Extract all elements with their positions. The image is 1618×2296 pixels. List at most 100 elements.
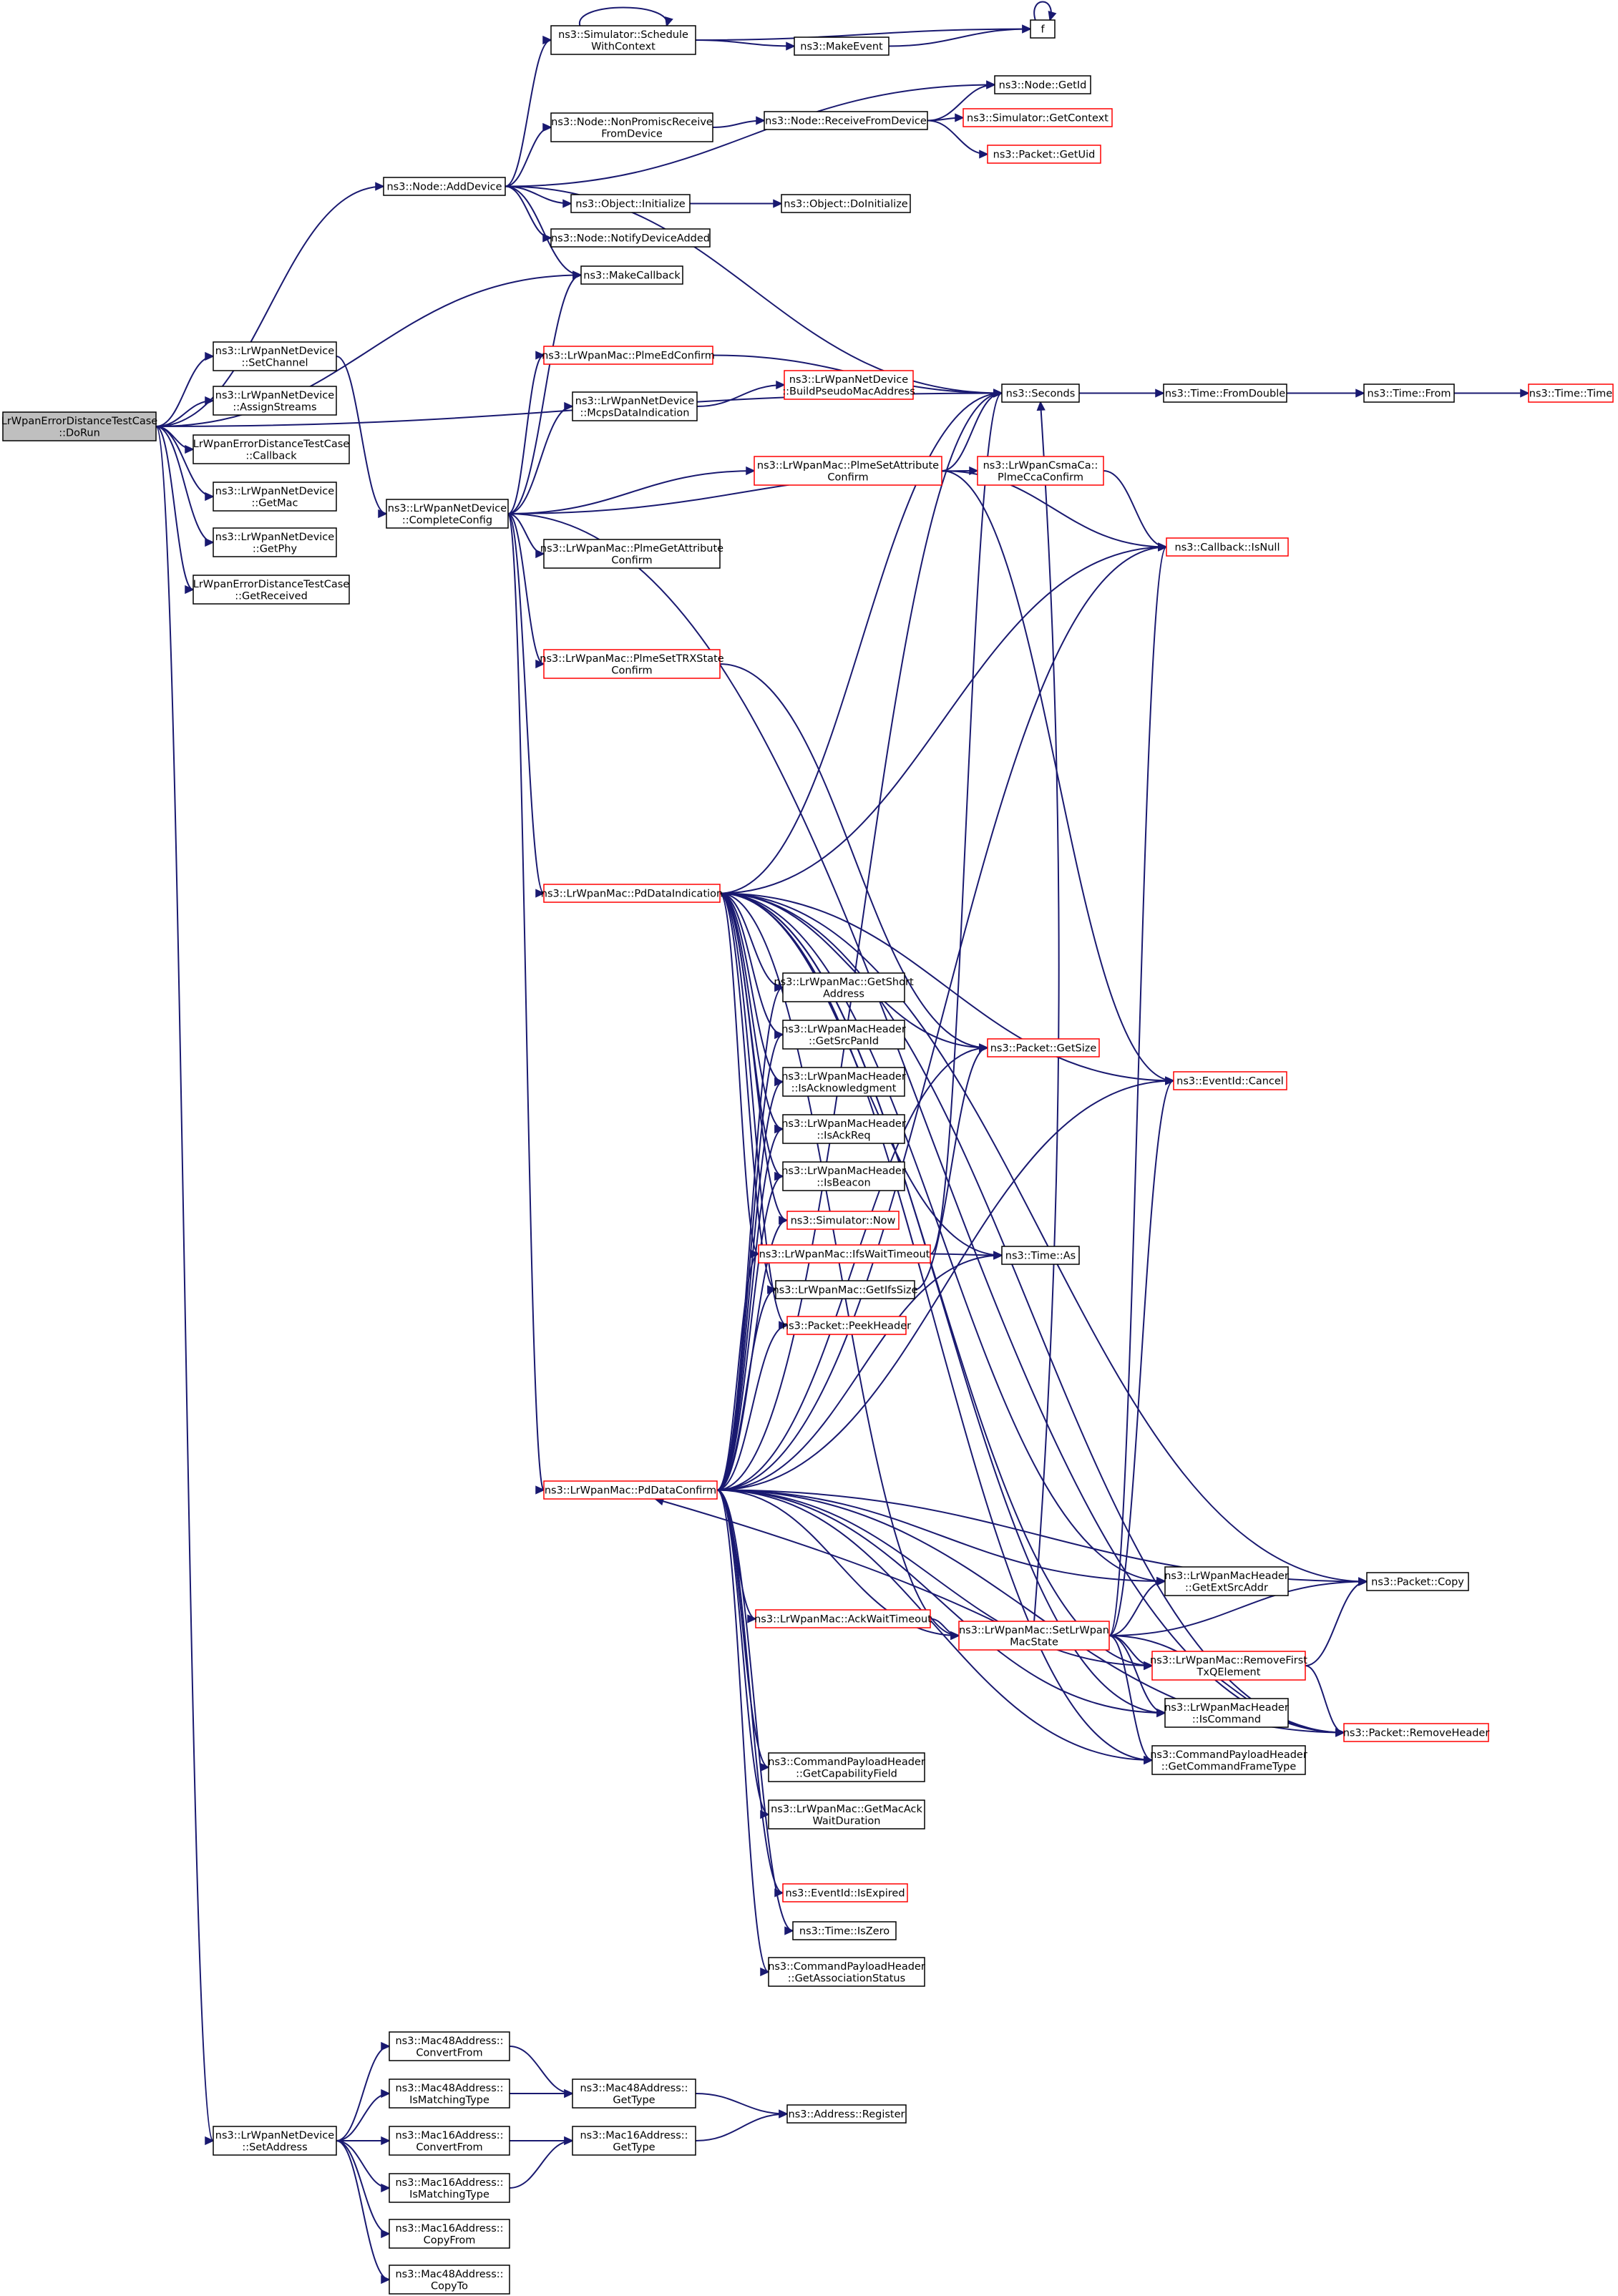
node-label: ns3::CommandPayloadHeader bbox=[1150, 1749, 1307, 1761]
node-ifswait[interactable]: ns3::LrWpanMac::IfsWaitTimeout bbox=[758, 1244, 931, 1264]
node-iszero[interactable]: ns3::Time::IsZero bbox=[792, 1921, 897, 1940]
node-m48copyto[interactable]: ns3::Mac48Address::CopyTo bbox=[389, 2265, 510, 2295]
edge-f-to-f-arrowhead bbox=[1048, 10, 1057, 21]
node-label: ::IsAcknowledgment bbox=[791, 1083, 897, 1094]
node-assignstreams[interactable]: ns3::LrWpanNetDevice::AssignStreams bbox=[213, 386, 337, 416]
node-callback[interactable]: LrWpanErrorDistanceTestCase::Callback bbox=[192, 434, 350, 464]
node-timetime[interactable]: ns3::Time::Time bbox=[1528, 384, 1614, 403]
node-getreceived[interactable]: LrWpanErrorDistanceTestCase::GetReceived bbox=[192, 575, 350, 605]
node-peekheader[interactable]: ns3::Packet::PeekHeader bbox=[782, 1316, 911, 1335]
edge-pddataconfirm-to-timeas bbox=[716, 1254, 1003, 1491]
node-timefrom[interactable]: ns3::Time::From bbox=[1363, 384, 1455, 403]
edge-adddevice-to-schedwc-arrowhead bbox=[542, 35, 552, 45]
node-setaddress[interactable]: ns3::LrWpanNetDevice::SetAddress bbox=[213, 2126, 337, 2156]
node-getmac[interactable]: ns3::LrWpanNetDevice::GetMac bbox=[213, 482, 337, 512]
node-setchannel[interactable]: ns3::LrWpanNetDevice::SetChannel bbox=[213, 341, 337, 371]
node-plmeedconfirm[interactable]: ns3::LrWpanMac::PlmeEdConfirm bbox=[542, 346, 715, 365]
node-timeas[interactable]: ns3::Time::As bbox=[1001, 1246, 1080, 1265]
node-getphy[interactable]: ns3::LrWpanNetDevice::GetPhy bbox=[213, 527, 337, 557]
node-label: ns3::Time::From bbox=[1368, 389, 1451, 400]
node-makeevent[interactable]: ns3::MakeEvent bbox=[794, 36, 890, 56]
node-m48ismatch[interactable]: ns3::Mac48Address::IsMatchingType bbox=[389, 2078, 510, 2109]
node-seconds[interactable]: ns3::Seconds bbox=[1001, 384, 1080, 403]
node-getcontext[interactable]: ns3::Simulator::GetContext bbox=[962, 108, 1113, 127]
node-f[interactable]: f bbox=[1030, 19, 1056, 39]
edge-pddataconfirm-to-getassoc bbox=[716, 1489, 769, 1973]
edge-pddataconfirm-to-getifs bbox=[716, 1289, 776, 1491]
node-getid[interactable]: ns3::Node::GetId bbox=[994, 75, 1091, 94]
node-getsrcpanid[interactable]: ns3::LrWpanMacHeader::GetSrcPanId bbox=[781, 1020, 906, 1050]
edge-pddataind-to-getifs bbox=[719, 892, 776, 1291]
node-isackreq[interactable]: ns3::LrWpanMacHeader::IsAckReq bbox=[781, 1114, 906, 1144]
edge-pddataconfirm-to-simnow-arrowhead bbox=[779, 1216, 789, 1225]
node-m16copyfrom[interactable]: ns3::Mac16Address::CopyFrom bbox=[389, 2219, 510, 2249]
node-simnow[interactable]: ns3::Simulator::Now bbox=[786, 1211, 900, 1230]
node-eventcancel[interactable]: ns3::EventId::Cancel bbox=[1173, 1071, 1287, 1090]
node-notifyadded[interactable]: ns3::Node::NotifyDeviceAdded bbox=[550, 228, 711, 248]
node-getifs[interactable]: ns3::LrWpanMac::GetIfsSize bbox=[772, 1280, 918, 1299]
node-getuid[interactable]: ns3::Packet::GetUid bbox=[987, 145, 1101, 164]
node-m48gettype[interactable]: ns3::Mac48Address::GetType bbox=[572, 2078, 696, 2109]
node-doinit[interactable]: ns3::Object::DoInitialize bbox=[781, 194, 911, 213]
node-isack[interactable]: ns3::LrWpanMacHeader::IsAcknowledgment bbox=[781, 1067, 906, 1097]
edge-setaddress-to-m48copyto-arrowhead bbox=[381, 2275, 391, 2285]
node-getassoc[interactable]: ns3::CommandPayloadHeader::GetAssociatio… bbox=[768, 1957, 925, 1987]
node-getcmdframe[interactable]: ns3::CommandPayloadHeader::GetCommandFra… bbox=[1150, 1745, 1307, 1775]
node-getextsrc[interactable]: ns3::LrWpanMacHeader::GetExtSrcAddr bbox=[1164, 1566, 1289, 1596]
node-makecallback[interactable]: ns3::MakeCallback bbox=[580, 265, 683, 285]
node-recvfromdev[interactable]: ns3::Node::ReceiveFromDevice bbox=[764, 111, 928, 130]
node-box bbox=[1166, 537, 1289, 557]
node-box bbox=[782, 1114, 905, 1144]
node-getsize[interactable]: ns3::Packet::GetSize bbox=[987, 1038, 1100, 1057]
node-label: CopyFrom bbox=[424, 2234, 476, 2246]
node-label: ns3::LrWpanMacHeader bbox=[781, 1071, 906, 1083]
node-box bbox=[764, 111, 928, 130]
edge-setlrwpanstate-to-pddataconfirm bbox=[655, 1498, 995, 1622]
edge-root-to-getphy bbox=[155, 426, 214, 543]
node-plmecca[interactable]: ns3::LrWpanCsmaCa::PlmeCcaConfirm bbox=[977, 456, 1104, 486]
node-adddevice[interactable]: ns3::Node::AddDevice bbox=[383, 177, 506, 196]
node-completeconfig[interactable]: ns3::LrWpanNetDevice::CompleteConfig bbox=[386, 499, 509, 529]
node-pddataconfirm[interactable]: ns3::LrWpanMac::PdDataConfirm bbox=[543, 1480, 718, 1500]
node-removeheader[interactable]: ns3::Packet::RemoveHeader bbox=[1343, 1723, 1490, 1742]
node-isexpired[interactable]: ns3::EventId::IsExpired bbox=[782, 1883, 908, 1902]
node-m16ismatch[interactable]: ns3::Mac16Address::IsMatchingType bbox=[389, 2173, 510, 2203]
node-m16convfrom[interactable]: ns3::Mac16Address::ConvertFrom bbox=[389, 2126, 510, 2156]
node-objinit[interactable]: ns3::Object::Initialize bbox=[570, 194, 691, 213]
node-label: f bbox=[1041, 24, 1045, 36]
node-addrregister[interactable]: ns3::Address::Register bbox=[786, 2104, 907, 2124]
node-iscommand[interactable]: ns3::LrWpanMacHeader::IsCommand bbox=[1164, 1698, 1289, 1728]
node-getcapability[interactable]: ns3::CommandPayloadHeader::GetCapability… bbox=[768, 1752, 925, 1782]
edge-pddataconfirm-to-eventcancel bbox=[716, 1080, 1174, 1491]
edge-ifswait-to-seconds bbox=[930, 392, 1003, 1255]
edge-plmecca-to-isnull bbox=[1103, 470, 1167, 548]
node-root[interactable]: LrWpanErrorDistanceTestCase::DoRun bbox=[1, 411, 158, 441]
node-fromdouble[interactable]: ns3::Time::FromDouble bbox=[1163, 384, 1287, 403]
node-isnull[interactable]: ns3::Callback::IsNull bbox=[1166, 537, 1289, 557]
node-ackwait[interactable]: ns3::LrWpanMac::AckWaitTimeout bbox=[754, 1609, 932, 1628]
edge-root-to-getphy-arrowhead bbox=[205, 537, 215, 547]
edge-pddataind-to-simnow bbox=[719, 892, 788, 1221]
edge-setlrwpanstate-to-isnull bbox=[1108, 546, 1167, 1636]
node-isbeacon[interactable]: ns3::LrWpanMacHeader::IsBeacon bbox=[781, 1161, 906, 1191]
node-pddataind[interactable]: ns3::LrWpanMac::PdDataIndication bbox=[541, 884, 723, 903]
node-mcpsdata[interactable]: ns3::LrWpanNetDevice::McpsDataIndication bbox=[572, 391, 698, 421]
node-box bbox=[550, 228, 711, 248]
edge-pddataind-to-isackreq bbox=[719, 892, 784, 1130]
node-box bbox=[987, 145, 1101, 164]
node-packetcopy[interactable]: ns3::Packet::Copy bbox=[1366, 1572, 1469, 1591]
node-m16gettype[interactable]: ns3::Mac16Address::GetType bbox=[572, 2126, 696, 2156]
edge-removefirst-to-packetcopy bbox=[1305, 1581, 1368, 1666]
node-buildpseudo[interactable]: ns3::LrWpanNetDevice::BuildPseudoMacAddr… bbox=[782, 370, 915, 400]
node-m48convfrom[interactable]: ns3::Mac48Address::ConvertFrom bbox=[389, 2031, 510, 2061]
edge-pddataconfirm-to-isackreq bbox=[716, 1128, 784, 1491]
